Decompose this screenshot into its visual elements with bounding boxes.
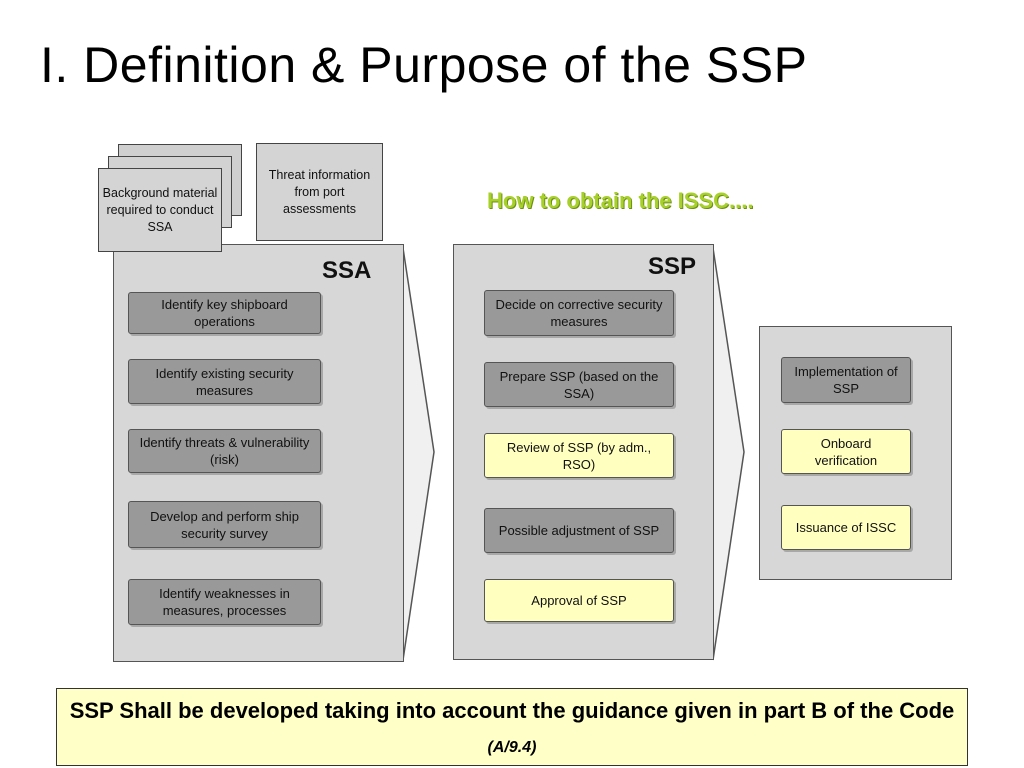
ssp-step-label: Review of SSP (by adm., RSO) — [506, 439, 652, 472]
ssa-step-identify-operations: Identify key shipboard operations — [128, 292, 321, 334]
ssp-step-label: Prepare SSP (based on the SSA) — [499, 368, 659, 401]
ssp-step-approval: Approval of SSP — [484, 579, 674, 622]
page-title: I. Definition & Purpose of the SSP — [40, 37, 808, 93]
ssp-step-review: Review of SSP (by adm., RSO) — [484, 433, 674, 478]
ssp-chevron — [712, 247, 745, 661]
ssa-step-label: Identify key shipboard operations — [161, 297, 288, 329]
issc-step-onboard-verification: Onboard verification — [781, 429, 911, 474]
ssp-step-corrective-measures: Decide on corrective security measures — [484, 290, 674, 336]
issc-step-label: Onboard verification — [814, 435, 878, 468]
ssa-step-identify-weaknesses: Identify weaknesses in measures, process… — [128, 579, 321, 625]
issc-step-implementation: Implementation of SSP — [781, 357, 911, 403]
issc-step-issuance: Issuance of ISSC — [781, 505, 911, 550]
ssa-step-identify-measures: Identify existing security measures — [128, 359, 321, 404]
ssp-step-label: Possible adjustment of SSP — [498, 523, 660, 538]
threat-information-label: Threat information from port assessments — [268, 167, 371, 216]
ssa-step-label: Identify weaknesses in measures, process… — [159, 586, 290, 618]
ssa-step-label: Identify existing security measures — [155, 365, 294, 398]
guidance-note-reference: (A/9.4) — [487, 739, 537, 756]
ssa-panel-label: SSA — [322, 257, 372, 284]
ssa-step-label: Develop and perform ship security survey — [150, 508, 299, 541]
background-material-label: Background material required to conduct … — [102, 185, 218, 234]
background-material-document: Background material required to conduct … — [98, 168, 222, 252]
issc-step-label: Issuance of ISSC — [795, 520, 897, 535]
ssp-step-prepare: Prepare SSP (based on the SSA) — [484, 362, 674, 407]
ssp-step-adjustment: Possible adjustment of SSP — [484, 508, 674, 553]
ssp-panel-label: SSP — [648, 253, 697, 280]
ssp-step-label: Approval of SSP — [531, 593, 627, 608]
ssa-step-label: Identify threats & vulnerability (risk) — [139, 435, 310, 467]
threat-information-document: Threat information from port assessments — [256, 143, 383, 241]
ssp-step-label: Decide on corrective security measures — [495, 297, 663, 329]
guidance-note-text: SSP Shall be developed taking into accou… — [69, 698, 955, 723]
issc-step-label: Implementation of SSP — [794, 364, 898, 396]
ssa-chevron — [402, 247, 435, 661]
how-to-obtain-heading: How to obtain the ISSC.... — [487, 188, 754, 213]
guidance-note: SSP Shall be developed taking into accou… — [56, 688, 968, 766]
ssa-step-identify-threats: Identify threats & vulnerability (risk) — [128, 429, 321, 473]
ssa-step-security-survey: Develop and perform ship security survey — [128, 501, 321, 548]
